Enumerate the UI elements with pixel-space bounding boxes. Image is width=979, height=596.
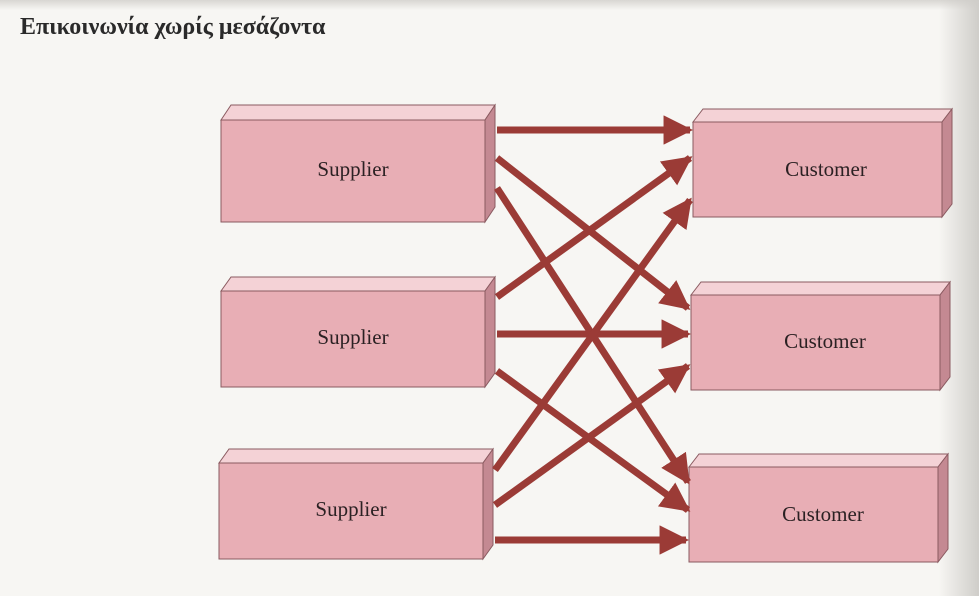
box-side-face	[939, 280, 951, 392]
connection-arrow	[492, 197, 693, 473]
customer-label: Customer	[785, 157, 867, 181]
customer-label: Customer	[782, 502, 864, 526]
box-top-face	[691, 108, 954, 123]
box-top-face	[687, 453, 950, 468]
box-side-face	[484, 275, 496, 389]
connection-arrow	[494, 155, 691, 311]
box-side-face	[937, 452, 949, 564]
supplier-box: Supplier	[218, 447, 494, 561]
page-shadow-top	[0, 0, 979, 10]
supplier-box: Supplier	[220, 275, 496, 389]
diagram-heading: Επικοινωνία χωρίς μεσάζοντα	[20, 14, 326, 40]
box-top-face	[220, 104, 496, 121]
connection-arrow	[494, 155, 693, 300]
box-side-face	[941, 107, 953, 219]
supplier-box: Supplier	[220, 103, 496, 224]
box-front-face	[688, 466, 939, 563]
box-top-face	[689, 281, 952, 296]
customer-label: Customer	[784, 329, 866, 353]
box-front-face	[220, 290, 486, 388]
supplier-label: Supplier	[317, 157, 388, 181]
connection-arrow	[492, 363, 691, 508]
box-front-face	[692, 121, 943, 218]
box-side-face	[484, 103, 496, 224]
box-top-face	[220, 276, 496, 292]
supplier-label: Supplier	[317, 325, 388, 349]
box-top-face	[218, 448, 494, 464]
connection-arrow	[494, 368, 691, 513]
box-front-face	[218, 462, 484, 560]
customer-box: Customer	[691, 107, 954, 219]
customer-box: Customer	[689, 280, 952, 392]
box-side-face	[482, 447, 494, 561]
box-front-face	[690, 294, 941, 391]
supplier-label: Supplier	[315, 497, 386, 521]
customer-box: Customer	[687, 452, 950, 564]
box-front-face	[220, 119, 486, 223]
connection-arrows	[492, 115, 693, 555]
